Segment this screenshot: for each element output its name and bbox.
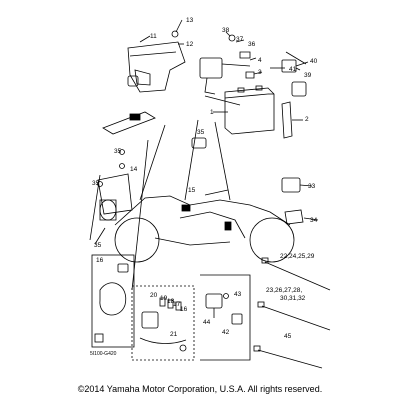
callout-45: 45 xyxy=(284,333,292,340)
callout-34: 34 xyxy=(310,217,318,224)
callout-17: 17 xyxy=(173,301,181,308)
callout-42: 42 xyxy=(222,329,230,336)
fuse-holder xyxy=(270,51,307,97)
callout-41: 41 xyxy=(289,66,297,73)
cover-assembly xyxy=(127,30,186,93)
callout-2: 2 xyxy=(305,116,309,123)
callout-38: 38 xyxy=(222,27,230,34)
callout-4: 4 xyxy=(258,57,262,64)
wire-strip xyxy=(102,111,156,135)
callout-band-c: 30,31,32 xyxy=(280,295,306,302)
callout-14: 14 xyxy=(130,166,138,173)
callout-37: 37 xyxy=(236,36,244,43)
battery-band xyxy=(281,101,293,139)
callout-20: 20 xyxy=(150,292,158,299)
sensor-group xyxy=(200,274,251,361)
callout-16: 16 xyxy=(96,257,104,264)
callout-13: 13 xyxy=(186,17,194,24)
callout-band-a: 22,24,25,29 xyxy=(280,253,315,260)
callout-1: 1 xyxy=(210,109,214,116)
sensor-33 xyxy=(281,177,313,193)
fuse-box-group xyxy=(131,285,195,361)
callout-16-fuse: 16 xyxy=(180,306,188,313)
callout-band-b: 23,26,27,28, xyxy=(266,287,302,294)
battery xyxy=(224,85,275,135)
callout-35-left-2: 35 xyxy=(92,180,100,187)
callout-19: 19 xyxy=(160,295,168,302)
callout-35-mid: 35 xyxy=(197,129,205,136)
starter-relay xyxy=(199,34,255,106)
callout-3: 3 xyxy=(258,69,262,76)
harness-box xyxy=(91,254,135,348)
callout-33: 33 xyxy=(308,183,316,190)
callout-15: 15 xyxy=(188,187,196,194)
callout-21: 21 xyxy=(170,331,178,338)
callout-12: 12 xyxy=(186,41,194,48)
ignition-coil xyxy=(94,149,133,245)
callout-11: 11 xyxy=(150,33,157,40)
motorcycle-outline xyxy=(114,189,295,263)
callout-44: 44 xyxy=(203,319,211,326)
callout-35-left-1: 35 xyxy=(114,148,122,155)
callout-40: 40 xyxy=(310,58,318,65)
callout-39: 39 xyxy=(304,72,312,79)
callout-18: 18 xyxy=(167,298,175,305)
callout-36: 36 xyxy=(248,41,256,48)
callout-43: 43 xyxy=(234,291,242,298)
copyright-footer: ©2014 Yamaha Motor Corporation, U.S.A. A… xyxy=(77,384,323,394)
sensor-34 xyxy=(284,209,319,225)
connector-35 xyxy=(191,137,207,149)
callout-35-left-3: 35 xyxy=(94,242,102,249)
diagram-code: 5I100-G420 xyxy=(90,351,117,357)
cable-ties xyxy=(253,257,331,369)
